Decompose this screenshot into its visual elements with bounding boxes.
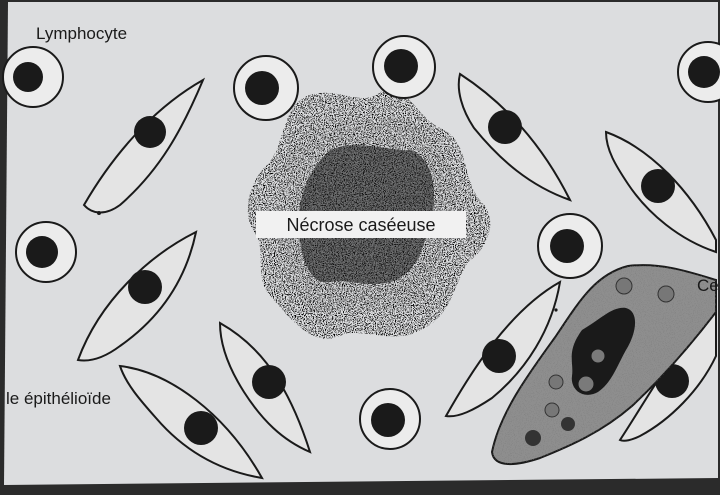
- necrosis-label: Nécrose caséeuse: [286, 215, 435, 235]
- lymphocyte-cell: [234, 56, 298, 120]
- lymphocyte-cell: [3, 47, 63, 107]
- lymphocyte-cell: [538, 214, 602, 278]
- speck-dot: [97, 211, 101, 215]
- giant-cell-label: Ce: [697, 276, 719, 295]
- lymphocyte-label: Lymphocyte: [36, 24, 127, 43]
- lymphocyte-cell: [360, 389, 420, 449]
- speck-dot: [554, 308, 557, 311]
- epithelioid-label: le épithélioïde: [6, 389, 111, 408]
- lymphocyte-cell: [373, 36, 435, 98]
- lymphocyte-cell: [16, 222, 76, 282]
